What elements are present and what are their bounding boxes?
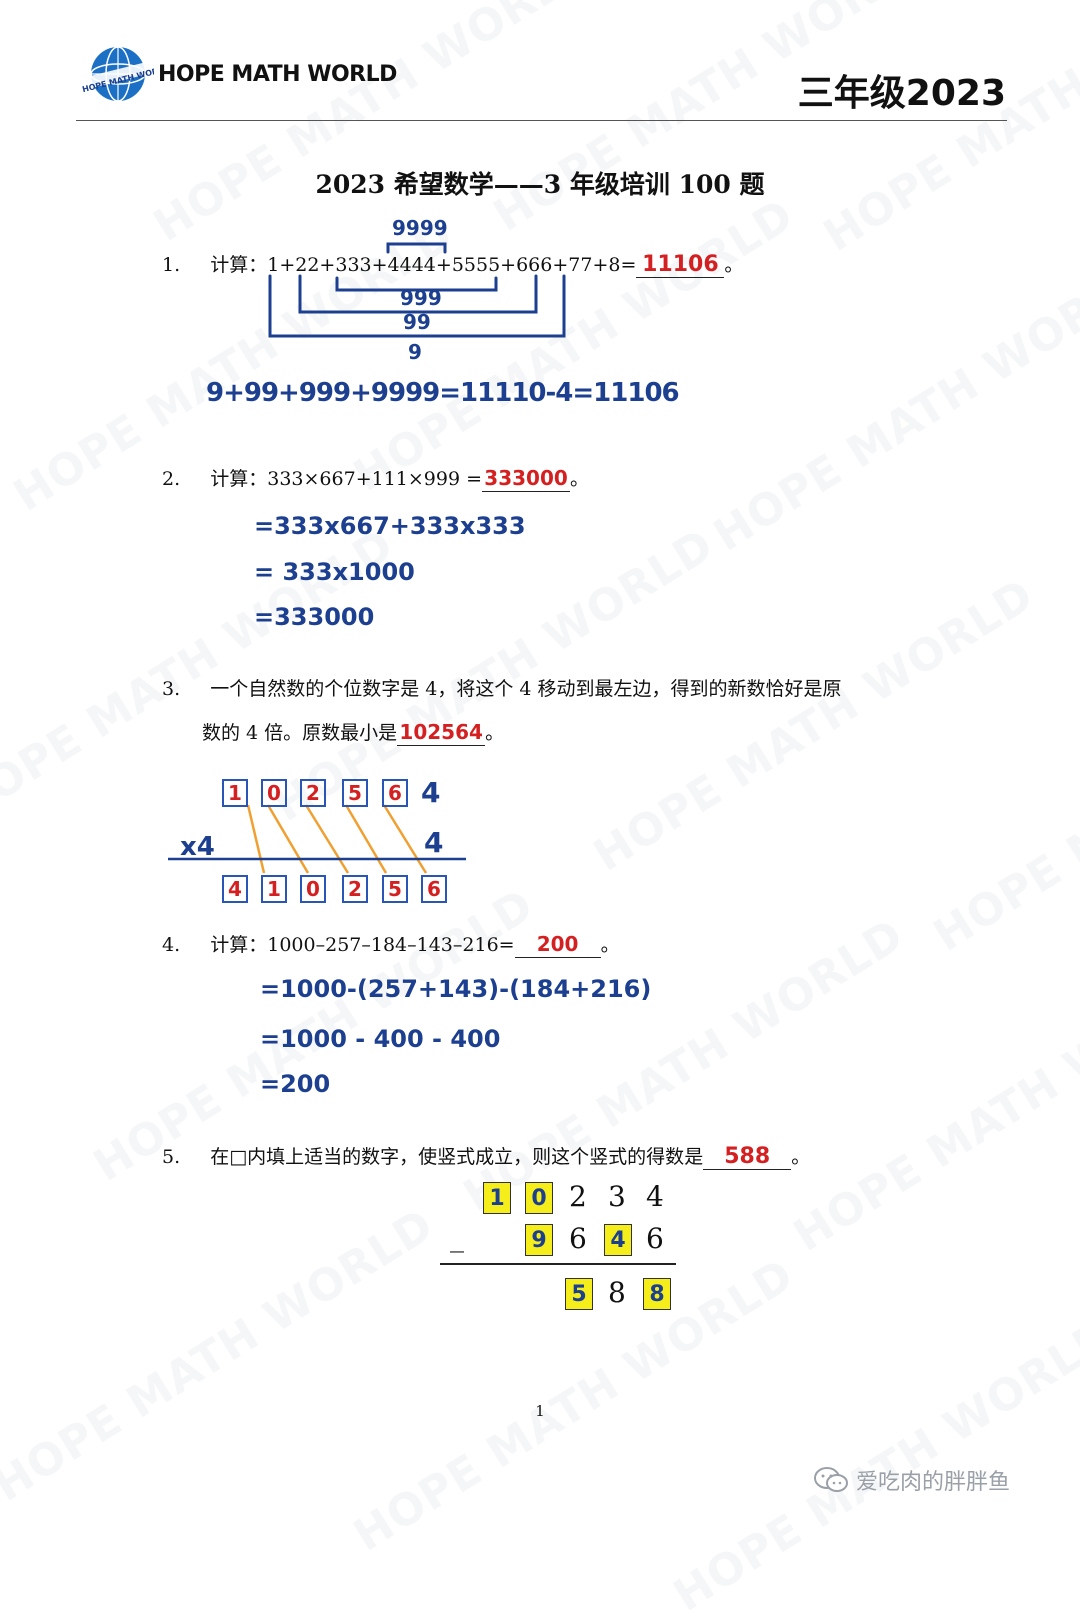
period: 。 [570,468,590,490]
q1-working: 9+99+999+9999=11110-4=11106 [206,378,680,408]
question-5: 5. 在□内填上适当的数字，使竖式成立，则这个竖式的得数是 588 。 [162,1145,810,1170]
digit: 6 [646,1222,664,1255]
digit-box: 0 [261,779,287,807]
wechat-icon [814,1467,848,1492]
question-2: 2. 计算：333×667+111×999 =333000。 [162,466,589,492]
footer-account: 爱吃肉的胖胖鱼 [812,1462,1010,1498]
bracket-label: 999 [400,286,442,310]
filled-digit-box: 0 [525,1182,553,1214]
question-expression: 333×667+111×999 = [267,468,483,490]
digit-box: 4 [222,875,248,903]
watermark: HOPE MATH WORLD [585,569,1043,882]
multiplier-label: x4 [180,832,215,862]
question-text-line1: 一个自然数的个位数字是 4，将这个 4 移动到最左边，得到的新数恰好是原 [210,678,842,700]
answer: 200 [536,932,579,956]
answer: 102564 [399,720,483,744]
q3-digit-shift-lines [168,804,466,874]
question-prefix: 计算： [210,468,268,490]
period: 。 [600,934,620,956]
header: HOPE MATH WORLD HOPE MATH WORLD 三年级2023 [70,40,1010,122]
q1-bracket-diagram [268,242,566,338]
logo-text: HOPE MATH WORLD [158,62,397,87]
watermark: HOPE MATH WORLD [925,649,1080,962]
minus-sign: _ [450,1220,464,1253]
top-last-digit: 4 [421,776,441,809]
digit: 6 [569,1222,587,1255]
q4-step: =1000-(257+143)-(184+216) [260,975,652,1003]
question-text-line2: 数的 4 倍。原数最小是 [202,722,398,744]
filled-digit-box: 9 [525,1224,553,1256]
answer: 11106 [642,252,719,277]
page-title: 2023 希望数学——3 年级培训 100 题 [315,170,765,199]
answer: 588 [724,1144,771,1169]
question-1: 1. 计算：1+22+333+4444+5555+666+77+8=11106。 [162,253,743,278]
header-divider [76,120,1007,121]
digit-box: 6 [421,875,447,903]
filled-digit-box: 1 [483,1182,511,1214]
period: 。 [724,254,744,276]
q2-step: =333000 [254,603,375,631]
digit: 2 [569,1180,587,1213]
q2-step: = 333x1000 [254,558,415,586]
q2-step: =333x667+333x333 [254,512,526,540]
subtraction-line [440,1263,676,1265]
digit-box: 1 [222,779,248,807]
period: 。 [485,722,505,744]
digit-box: 0 [300,875,326,903]
digit-box: 6 [382,779,408,807]
digit-box: 2 [342,875,368,903]
bracket-label: 99 [403,310,431,334]
bracket-label: 9 [408,340,422,364]
globe-logo-icon: HOPE MATH WORLD [76,46,154,102]
watermark: HOPE MATH WORLD [705,249,1080,562]
digit-box: 2 [300,779,326,807]
question-number: 1. [162,254,181,276]
period: 。 [791,1146,811,1168]
digit: 8 [608,1276,626,1309]
question-expression: 1000–257–184–143–216= [267,934,515,956]
question-3: 3. 一个自然数的个位数字是 4，将这个 4 移动到最左边，得到的新数恰好是原 [162,677,842,701]
answer: 333000 [484,466,568,490]
digit-box: 5 [382,875,408,903]
account-name: 爱吃肉的胖胖鱼 [856,1470,1011,1495]
question-expression: 1+22+333+4444+5555+666+77+8= [267,254,637,276]
digit-box: 5 [342,779,368,807]
page-number: 1 [535,1402,545,1420]
grade-title: 三年级2023 [797,73,1006,114]
q4-step: =200 [260,1070,331,1098]
question-number: 2. [162,468,181,490]
question-prefix: 计算： [210,254,268,276]
question-prefix: 计算： [210,934,268,956]
multiplier-digit: 4 [424,826,444,859]
filled-digit-box: 8 [643,1278,671,1310]
question-number: 4. [162,934,181,956]
question-4: 4. 计算：1000–257–184–143–216= 200 。 [162,932,620,958]
digit-box: 1 [261,875,287,903]
digit: 3 [608,1180,626,1213]
question-text: 在□内填上适当的数字，使竖式成立，则这个竖式的得数是 [210,1146,704,1168]
filled-digit-box: 5 [565,1278,593,1310]
question-number: 5. [162,1146,181,1168]
bracket-label: 9999 [392,216,448,240]
question-number: 3. [162,678,181,700]
watermark: HOPE MATH WORLD [0,1199,443,1512]
filled-digit-box: 4 [604,1224,632,1256]
q4-step: =1000 - 400 - 400 [260,1025,501,1053]
digit: 4 [646,1180,664,1213]
